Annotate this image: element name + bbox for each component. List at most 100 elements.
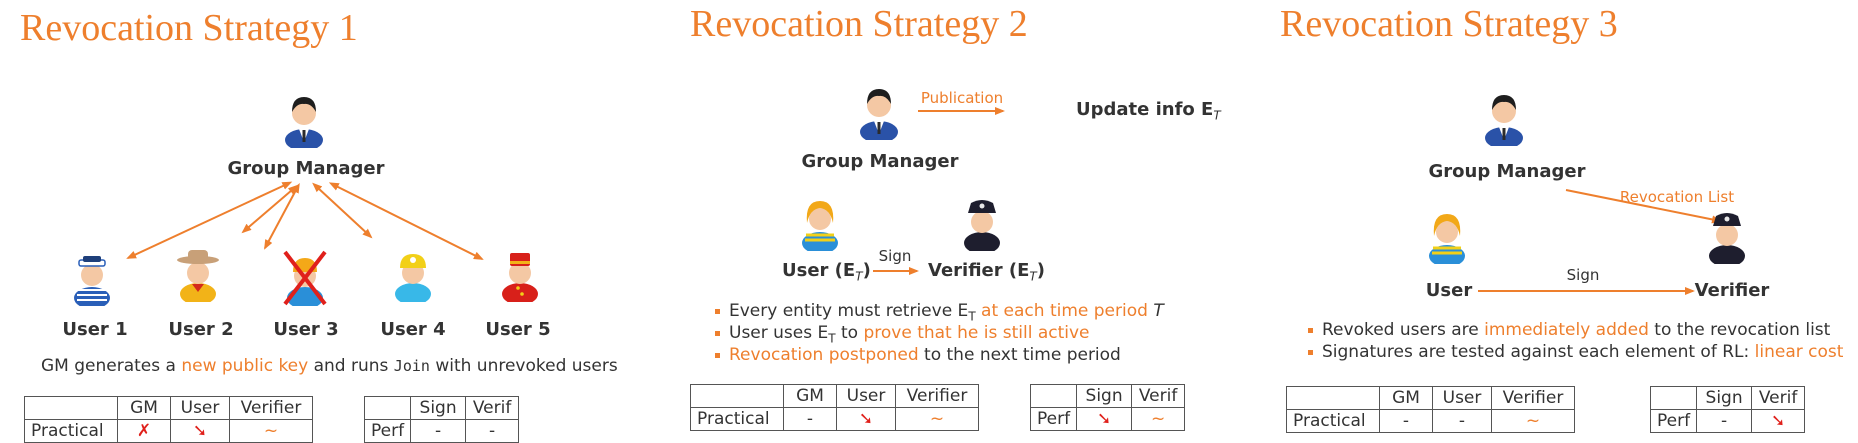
table-row: Perf - - bbox=[363, 419, 520, 443]
table-cell bbox=[1286, 386, 1380, 410]
user-icon bbox=[802, 201, 838, 251]
user1-label: User 1 bbox=[62, 319, 128, 340]
table-cell: ✗ bbox=[117, 419, 171, 443]
table-cell: Perf bbox=[363, 419, 412, 443]
update-info-label: Update info ET bbox=[1076, 99, 1221, 123]
update-info-sub: T bbox=[1213, 108, 1221, 123]
list-item: Signatures are tested against each eleme… bbox=[1306, 341, 1843, 363]
table-cell: Verif bbox=[465, 396, 520, 420]
table-row: Practical - ➘ ~ bbox=[690, 407, 979, 431]
bullet-text: Revoked users are bbox=[1322, 320, 1485, 340]
table-header-row: GM User Verifier bbox=[24, 396, 313, 420]
strategy2-practical-table: GM User Verifier Practical - ➘ ~ bbox=[690, 384, 979, 431]
user5-label: User 5 bbox=[485, 319, 551, 340]
user-et-close: ) bbox=[862, 260, 871, 281]
bullet-sub: T bbox=[968, 309, 976, 324]
table-cell: ~ bbox=[1491, 409, 1575, 433]
table-cell bbox=[1029, 384, 1078, 408]
bullet-highlight: linear cost bbox=[1754, 342, 1844, 362]
table-cell: Sign bbox=[410, 396, 467, 420]
table-row: Perf ➘ ~ bbox=[1029, 407, 1186, 431]
table-cell: Practical bbox=[1286, 409, 1380, 433]
table-header-row: Sign Verif bbox=[363, 396, 520, 420]
strategy2-title: Revocation Strategy 2 bbox=[690, 3, 1028, 45]
user-et-sub: T bbox=[855, 269, 863, 284]
list-item: Revocation postponed to the next time pe… bbox=[713, 344, 1164, 366]
table-cell: - bbox=[1432, 409, 1492, 433]
desc-text-3: with unrevoked users bbox=[429, 356, 618, 376]
table-cell: - bbox=[410, 419, 467, 443]
bullet-text: to the revocation list bbox=[1648, 320, 1831, 340]
strategy3-perf-table: Sign Verif Perf - ➘ bbox=[1649, 386, 1806, 433]
table-cell: User bbox=[1432, 386, 1492, 410]
table-cell: GM bbox=[1379, 386, 1433, 410]
table-cell bbox=[24, 396, 118, 420]
table-cell: - bbox=[1379, 409, 1433, 433]
table-header-row: GM User Verifier bbox=[690, 384, 979, 408]
strategy1-description: GM generates a new public key and runs J… bbox=[41, 356, 618, 376]
bullet-highlight: at each time period bbox=[975, 301, 1148, 321]
user-icon bbox=[1429, 214, 1465, 264]
table-row: Perf - ➘ bbox=[1649, 409, 1806, 433]
table-cell: Verifier bbox=[895, 384, 979, 408]
list-item: Revoked users are immediately added to t… bbox=[1306, 319, 1843, 341]
bullet-text: Signatures are tested against each eleme… bbox=[1322, 342, 1755, 362]
strategy3-practical-table: GM User Verifier Practical - - ~ bbox=[1286, 386, 1575, 433]
table-cell bbox=[690, 384, 784, 408]
strategy1-title: Revocation Strategy 1 bbox=[20, 7, 358, 49]
bullet-highlight: prove that he is still active bbox=[863, 323, 1090, 343]
group-manager-label-s3: Group Manager bbox=[1428, 161, 1586, 182]
desc-highlight: new public key bbox=[181, 356, 309, 376]
table-cell: GM bbox=[783, 384, 837, 408]
table-cell: - bbox=[783, 407, 837, 431]
group-manager-label-s1: Group Manager bbox=[227, 158, 385, 179]
group-manager-icon bbox=[1485, 95, 1523, 146]
group-manager-label-s2: Group Manager bbox=[801, 151, 959, 172]
sign-label-s3: Sign bbox=[1566, 266, 1600, 284]
table-cell: ➘ bbox=[1751, 409, 1806, 433]
update-info-text: Update info E bbox=[1076, 99, 1214, 120]
strategy3-bullets: Revoked users are immediately added to t… bbox=[1306, 319, 1843, 363]
table-row: Practical ✗ ➘ ~ bbox=[24, 419, 313, 443]
table-cell: Sign bbox=[1696, 386, 1753, 410]
desc-text-1: GM generates a bbox=[41, 356, 182, 376]
verifier-et-label: Verifier (ET) bbox=[928, 260, 1045, 284]
table-cell: ➘ bbox=[1076, 407, 1133, 431]
publication-label: Publication bbox=[920, 89, 1004, 107]
desc-code: Join bbox=[393, 357, 430, 375]
table-cell: Verif bbox=[1751, 386, 1806, 410]
user3-label: User 3 bbox=[273, 319, 339, 340]
table-cell: ~ bbox=[1131, 407, 1186, 431]
table-cell: ➘ bbox=[836, 407, 896, 431]
arrow-gm-user2 bbox=[241, 184, 299, 234]
group-manager-icon bbox=[285, 97, 323, 148]
table-cell: ~ bbox=[895, 407, 979, 431]
strategy1-perf-table: Sign Verif Perf - - bbox=[363, 396, 520, 443]
arrow-gm-user3 bbox=[264, 182, 300, 250]
strategy1-practical-table: GM User Verifier Practical ✗ ➘ ~ bbox=[24, 396, 313, 443]
table-cell: User bbox=[170, 396, 230, 420]
table-header-row: Sign Verif bbox=[1029, 384, 1186, 408]
list-item: Every entity must retrieve ET at each ti… bbox=[713, 300, 1164, 324]
verifier-label-s3: Verifier bbox=[1694, 280, 1770, 301]
desc-text-2: and runs bbox=[308, 356, 394, 376]
table-cell: Verif bbox=[1131, 384, 1186, 408]
user4-label: User 4 bbox=[380, 319, 446, 340]
cowboy-user-icon bbox=[177, 250, 219, 302]
table-header-row: GM User Verifier bbox=[1286, 386, 1575, 410]
worker-user-icon bbox=[395, 254, 431, 302]
table-cell: Perf bbox=[1029, 407, 1078, 431]
table-cell: Verifier bbox=[229, 396, 313, 420]
strategy3-title: Revocation Strategy 3 bbox=[1280, 3, 1618, 45]
verifier-icon bbox=[964, 200, 1000, 251]
table-cell: User bbox=[836, 384, 896, 408]
user-et-label: User (ET) bbox=[782, 260, 871, 284]
bullet-text: T bbox=[1147, 301, 1164, 321]
bullet-text: to the next time period bbox=[918, 345, 1121, 365]
strategy2-bullets: Every entity must retrieve ET at each ti… bbox=[713, 300, 1164, 366]
verifier-et-close: ) bbox=[1036, 260, 1045, 281]
table-cell bbox=[1649, 386, 1698, 410]
bullet-text: Every entity must retrieve E bbox=[729, 301, 969, 321]
table-cell: Practical bbox=[690, 407, 784, 431]
